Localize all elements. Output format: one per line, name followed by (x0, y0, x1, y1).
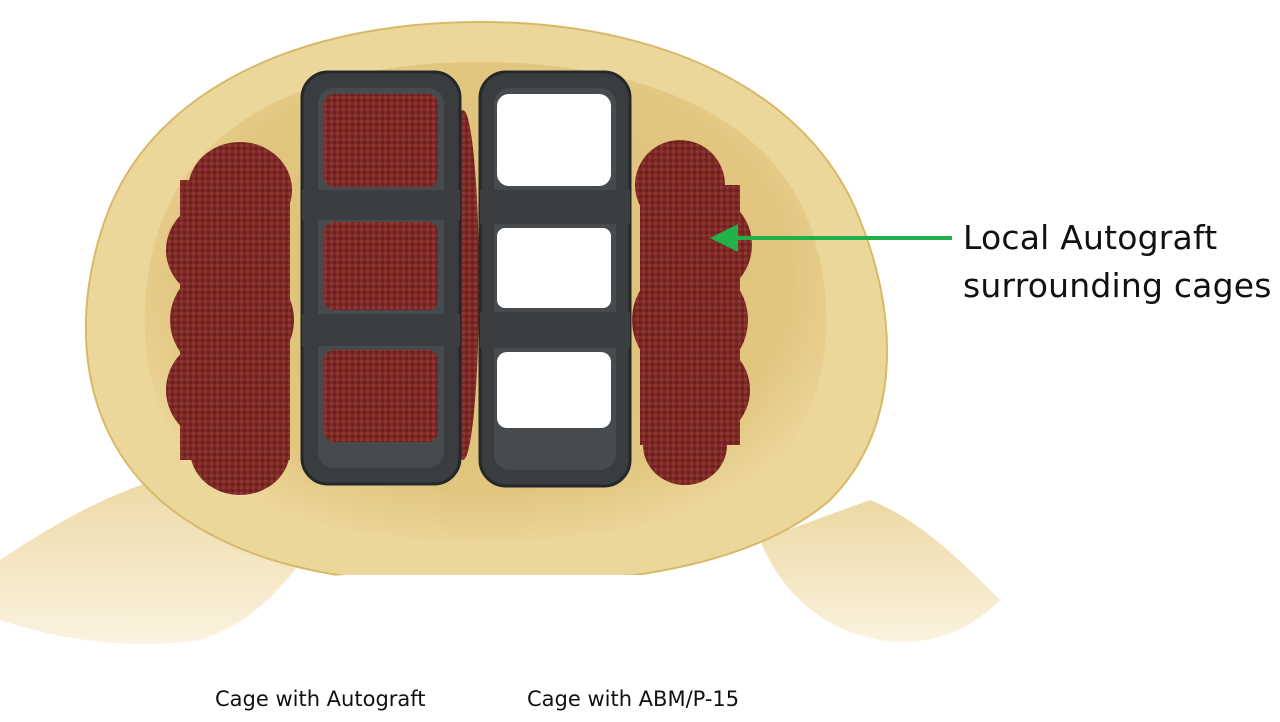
annotation-line-1: Local Autograft (963, 218, 1218, 257)
right-cage (478, 70, 632, 488)
left-cage (300, 70, 462, 486)
caption-right-cage: Cage with ABM/P-15 (527, 687, 740, 711)
right-cage-window-3 (497, 352, 611, 428)
left-cage-window-1 (324, 94, 438, 187)
spinal-canal (278, 575, 718, 718)
right-autograft (632, 140, 752, 485)
caption-left-cage: Cage with Autograft (215, 687, 426, 711)
left-cage-window-2 (324, 222, 438, 310)
annotation-arrow (710, 224, 952, 252)
right-cage-window-2 (497, 228, 611, 308)
left-cage-window-3 (324, 350, 438, 442)
annotation-line-2: surrounding cages (963, 266, 1272, 305)
left-autograft (166, 142, 294, 495)
right-pedicle (760, 500, 1000, 642)
right-cage-window-1 (497, 94, 611, 186)
